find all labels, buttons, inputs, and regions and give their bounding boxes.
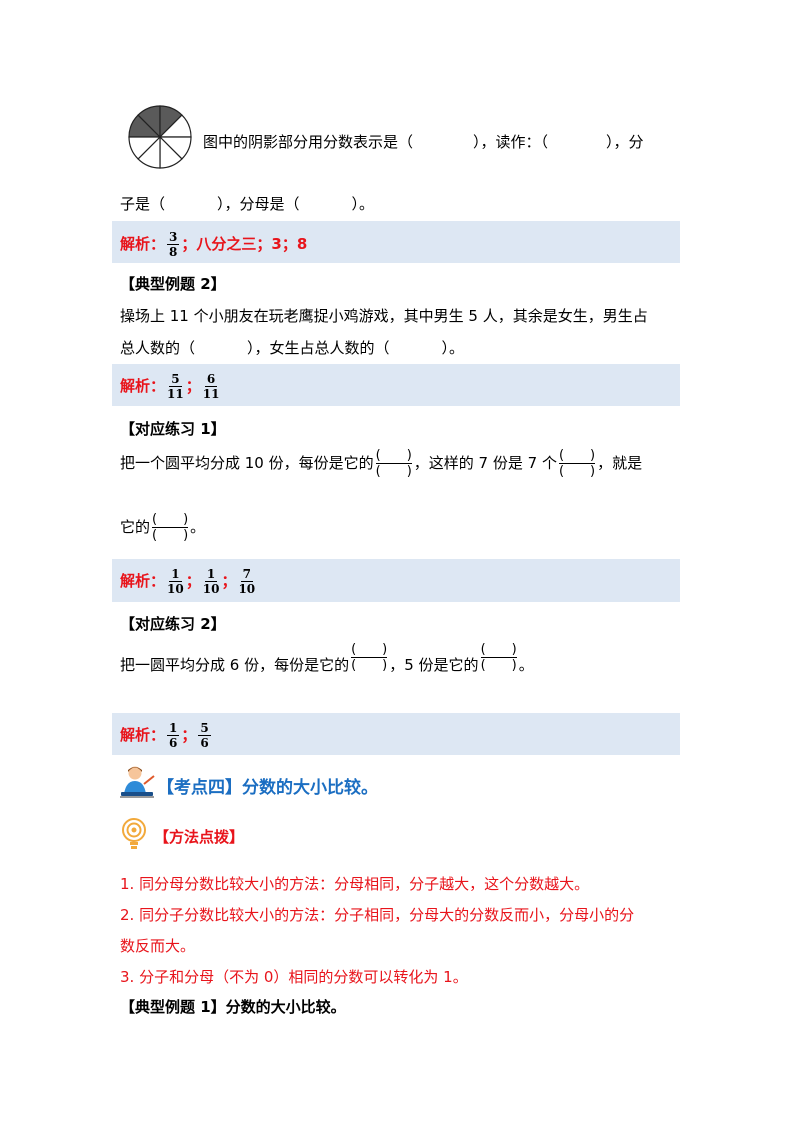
q1-line2-a: 子是（	[120, 195, 166, 213]
blank-denominator: ( )	[375, 464, 412, 479]
frac-denominator: 6	[200, 736, 209, 750]
example1-heading: 【典型例题 1】	[120, 998, 226, 1016]
answer-separator: ；	[185, 377, 201, 395]
example1-line: 【典型例题 1】分数的大小比较。	[120, 996, 346, 1017]
blank-fraction: ( )( )	[558, 448, 596, 479]
blank-numerator: ( )	[351, 642, 388, 658]
frac-numerator: 1	[167, 721, 180, 736]
q1-line1: 图中的阴影部分用分数表示是（ ），读作：（ ），分	[203, 131, 644, 152]
example2-line1: 操场上 11 个小朋友在玩老鹰捉小鸡游戏，其中男生 5 人，其余是女生，男生占	[120, 307, 648, 325]
blank-fraction: ( )( )	[152, 512, 189, 543]
example2-answer-bar	[112, 364, 680, 406]
answer-rest: ；八分之三；3；8	[181, 235, 308, 253]
frac-numerator: 7	[240, 567, 253, 582]
answer-separator: ；	[221, 572, 237, 590]
teacher-icon	[120, 766, 155, 798]
q1-line2: 子是（ ），分母是（ ）。	[120, 193, 374, 214]
fraction-pie-chart	[128, 105, 192, 169]
example1-text: 分数的大小比较。	[225, 998, 346, 1016]
frac-numerator: 5	[198, 721, 211, 736]
example2-heading: 【典型例题 2】	[120, 275, 226, 293]
p2-line-a: 把一圆平均分成 6 份，每份是它的	[120, 656, 350, 674]
answer-label: 解析：	[120, 726, 166, 744]
practice1-line2: 它的( )( )。	[120, 512, 205, 543]
q1-answer-bar	[112, 221, 680, 263]
pie-slice	[128, 136, 162, 160]
p1-line2-a: 它的	[120, 518, 151, 536]
frac-denominator: 6	[169, 736, 178, 750]
frac-numerator: 1	[169, 567, 182, 582]
practice2-line: 把一圆平均分成 6 份，每份是它的( )( )，5 份是它的( )( )。	[120, 642, 534, 681]
q1-text-a: 图中的阴影部分用分数表示是（	[203, 133, 414, 151]
practice2-answer-bar	[112, 713, 680, 755]
q1-line2-b: ），分母是（	[217, 195, 300, 213]
lightbulb-icon	[122, 818, 146, 849]
frac-numerator: 6	[204, 372, 218, 387]
frac-denominator: 10	[167, 582, 184, 596]
answer-label: 解析：	[120, 377, 166, 395]
p1-line2-b: 。	[190, 518, 206, 536]
practice2-heading: 【对应练习 2】	[120, 615, 226, 633]
ex2-line2-c: ）。	[441, 339, 465, 357]
blank-denominator: ( )	[558, 464, 596, 479]
answer-separator: ；	[185, 572, 201, 590]
method-title: 【方法点拨】	[154, 828, 245, 846]
blank-denominator: ( )	[480, 658, 517, 673]
blank-numerator: ( )	[152, 512, 189, 528]
p2-line-c: 。	[518, 656, 534, 674]
p1-line1-c: ，就是	[597, 454, 643, 472]
frac-denominator: 11	[167, 387, 184, 401]
p2-line-b: ，5 份是它的	[389, 656, 479, 674]
ex2-line2-b: ），女生占总人数的（	[247, 339, 390, 357]
frac-numerator: 3	[167, 230, 180, 245]
blank-numerator: ( )	[480, 642, 517, 658]
q1-text-c: ），分	[606, 133, 644, 151]
blank-numerator: ( )	[558, 448, 596, 464]
method-item-2-cont: 数反而大。	[120, 937, 196, 955]
frac-denominator: 10	[238, 582, 256, 596]
frac-numerator: 5	[169, 372, 182, 387]
blank-numerator: ( )	[375, 448, 412, 464]
practice1-line1: 把一个圆平均分成 10 份，每份是它的( )( )，这样的 7 份是 7 个( …	[120, 448, 642, 479]
blank-fraction: ( )( )	[480, 642, 517, 673]
frac-numerator: 1	[204, 567, 218, 582]
answer-label: 解析：	[120, 572, 166, 590]
method-item-2: 2. 同分子分数比较大小的方法：分子相同，分母大的分数反而小，分母小的分	[120, 906, 635, 924]
blank-fraction: ( )( )	[351, 642, 388, 673]
frac-denominator: 8	[169, 245, 178, 259]
practice1-heading: 【对应练习 1】	[120, 420, 226, 438]
method-item-1: 1. 同分母分数比较大小的方法：分母相同，分子越大，这个分数越大。	[120, 875, 590, 893]
answer-label: 解析：	[120, 235, 166, 253]
example2-line2: 总人数的（ ），女生占总人数的（ ）。	[120, 337, 464, 358]
p1-line1-b: ，这样的 7 份是 7 个	[413, 454, 557, 472]
blank-denominator: ( )	[351, 658, 388, 673]
q1-text-b: ），读作：（	[473, 133, 549, 151]
method-item-3: 3. 分子和分母（不为 0）相同的分数可以转化为 1。	[120, 968, 468, 986]
ex2-line2-a: 总人数的（	[120, 339, 196, 357]
blank-fraction: ( )( )	[375, 448, 412, 479]
answer-separator: ；	[181, 726, 197, 744]
p1-line1-a: 把一个圆平均分成 10 份，每份是它的	[120, 454, 374, 472]
frac-denominator: 11	[202, 387, 220, 401]
blank-denominator: ( )	[152, 528, 189, 543]
frac-denominator: 10	[202, 582, 220, 596]
practice1-answer-bar	[112, 559, 680, 602]
section4-title: 【考点四】分数的大小比较。	[157, 778, 378, 798]
q1-line2-c: ）。	[351, 195, 375, 213]
